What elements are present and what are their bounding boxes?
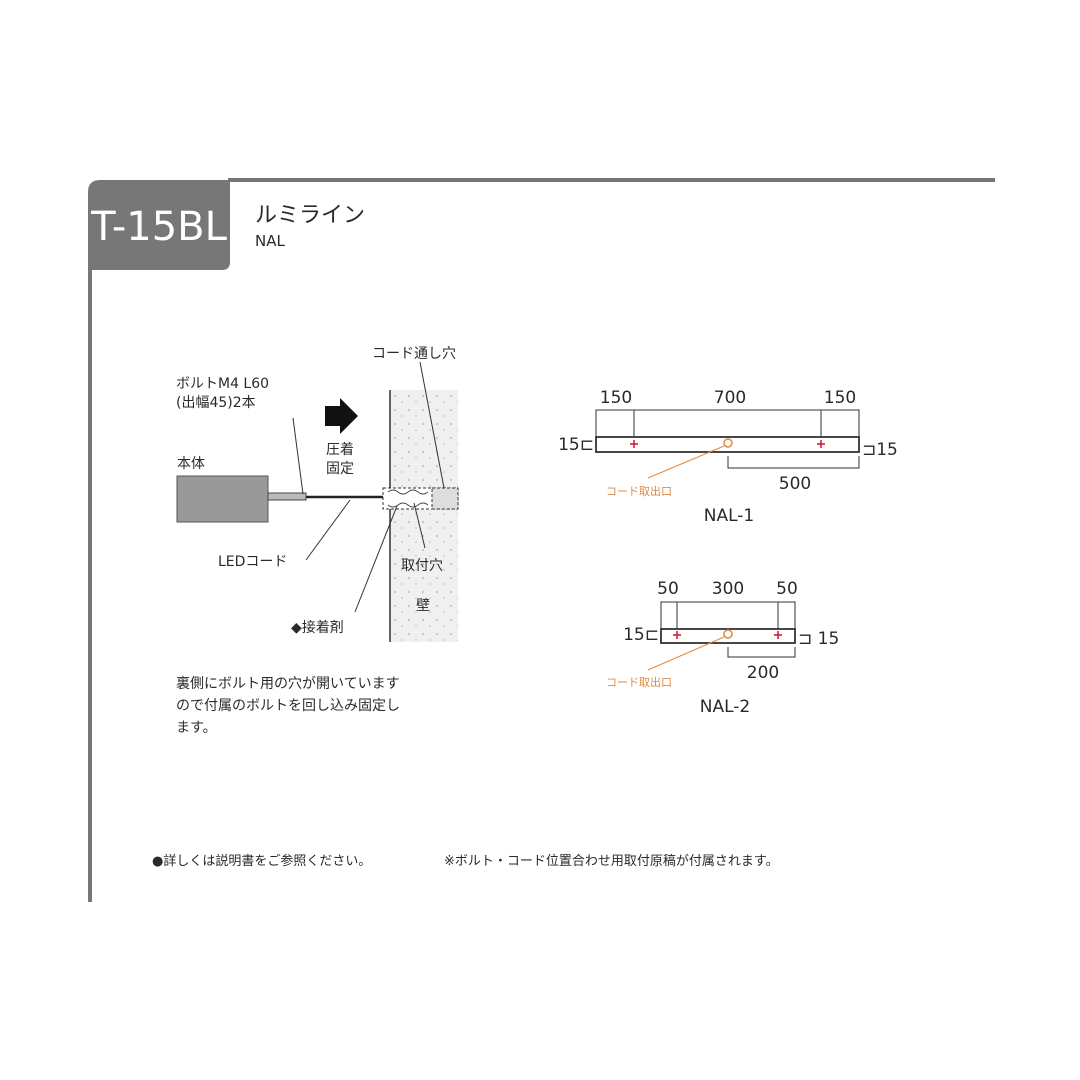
nal1-dim-left: 150: [600, 388, 632, 408]
nal1-cord-outlet-label: コード取出口: [606, 484, 672, 498]
nal1-name: NAL-1: [704, 506, 754, 526]
bolt-position-mark: [630, 440, 825, 448]
nal1-height-left: 15⊏: [558, 435, 594, 455]
nal2-dim-left: 50: [657, 579, 679, 599]
bolt: [267, 492, 307, 501]
label-body: 本体: [177, 456, 205, 472]
label-wall: 壁: [416, 598, 430, 614]
label-bolt: ボルトM4 L60: [176, 376, 269, 392]
nal2-height-right: ⊐ 15: [798, 629, 839, 649]
nal1-dim-right: 150: [824, 388, 856, 408]
label-cord-hole: コード通し穴: [372, 346, 456, 362]
note-line: ので付属のボルトを回し込み固定し: [176, 698, 400, 714]
cord-outlet-mark: [723, 438, 733, 448]
frame-top-line: [228, 178, 995, 182]
nal2-dim-right: 50: [776, 579, 798, 599]
nal2-cord-outlet-label: コード取出口: [606, 675, 672, 689]
nal1-bar: [595, 436, 860, 453]
nal2-dimension-drawing: [647, 601, 796, 671]
nal2-dim-center: 300: [712, 579, 744, 599]
arrow-right-icon: [325, 398, 358, 434]
nal2-name: NAL-2: [700, 697, 750, 717]
label-led-cord: LEDコード: [218, 554, 287, 570]
footer-note-template: ※ボルト・コード位置合わせ用取付原稿が付属されます。: [444, 853, 779, 869]
label-mount-hole: 取付穴: [401, 558, 443, 574]
note-line: ます。: [176, 720, 217, 736]
label-bolt-spec: (出幅45)2本: [176, 395, 256, 411]
main-body: [176, 475, 269, 523]
cord-outlet-mark: [723, 629, 733, 639]
label-fix: 固定: [326, 461, 354, 477]
label-press: 圧着: [326, 442, 354, 458]
bolt-position-mark: [673, 631, 782, 639]
nal1-height-right: ⊐15: [862, 440, 898, 460]
footer-note-manual: ●詳しくは説明書をご参照ください。: [152, 853, 371, 869]
header-tab: [88, 180, 230, 270]
nal2-dim-bottom: 200: [747, 663, 779, 683]
installation-diagram: コード通し穴 ボルトM4 L60 (出幅45)2本 圧着 固定 本体 LEDコー…: [176, 346, 459, 736]
cord-through-hole: [431, 487, 459, 510]
nal1-dim-center: 700: [714, 388, 746, 408]
nal2-bar: [660, 628, 796, 644]
label-adhesive: ◆接着剤: [291, 619, 344, 636]
model-code: T-15BL: [90, 204, 228, 250]
product-subtitle: NAL: [255, 232, 285, 250]
nal1-dim-bottom: 500: [779, 474, 811, 494]
nal2-height-left: 15⊏: [623, 625, 659, 645]
frame-left-line: [88, 268, 92, 902]
wall: [390, 390, 458, 642]
nal1-dimension-drawing: [595, 409, 860, 479]
note-line: 裏側にボルト用の穴が開いています: [176, 675, 400, 692]
product-title: ルミライン: [255, 203, 365, 228]
